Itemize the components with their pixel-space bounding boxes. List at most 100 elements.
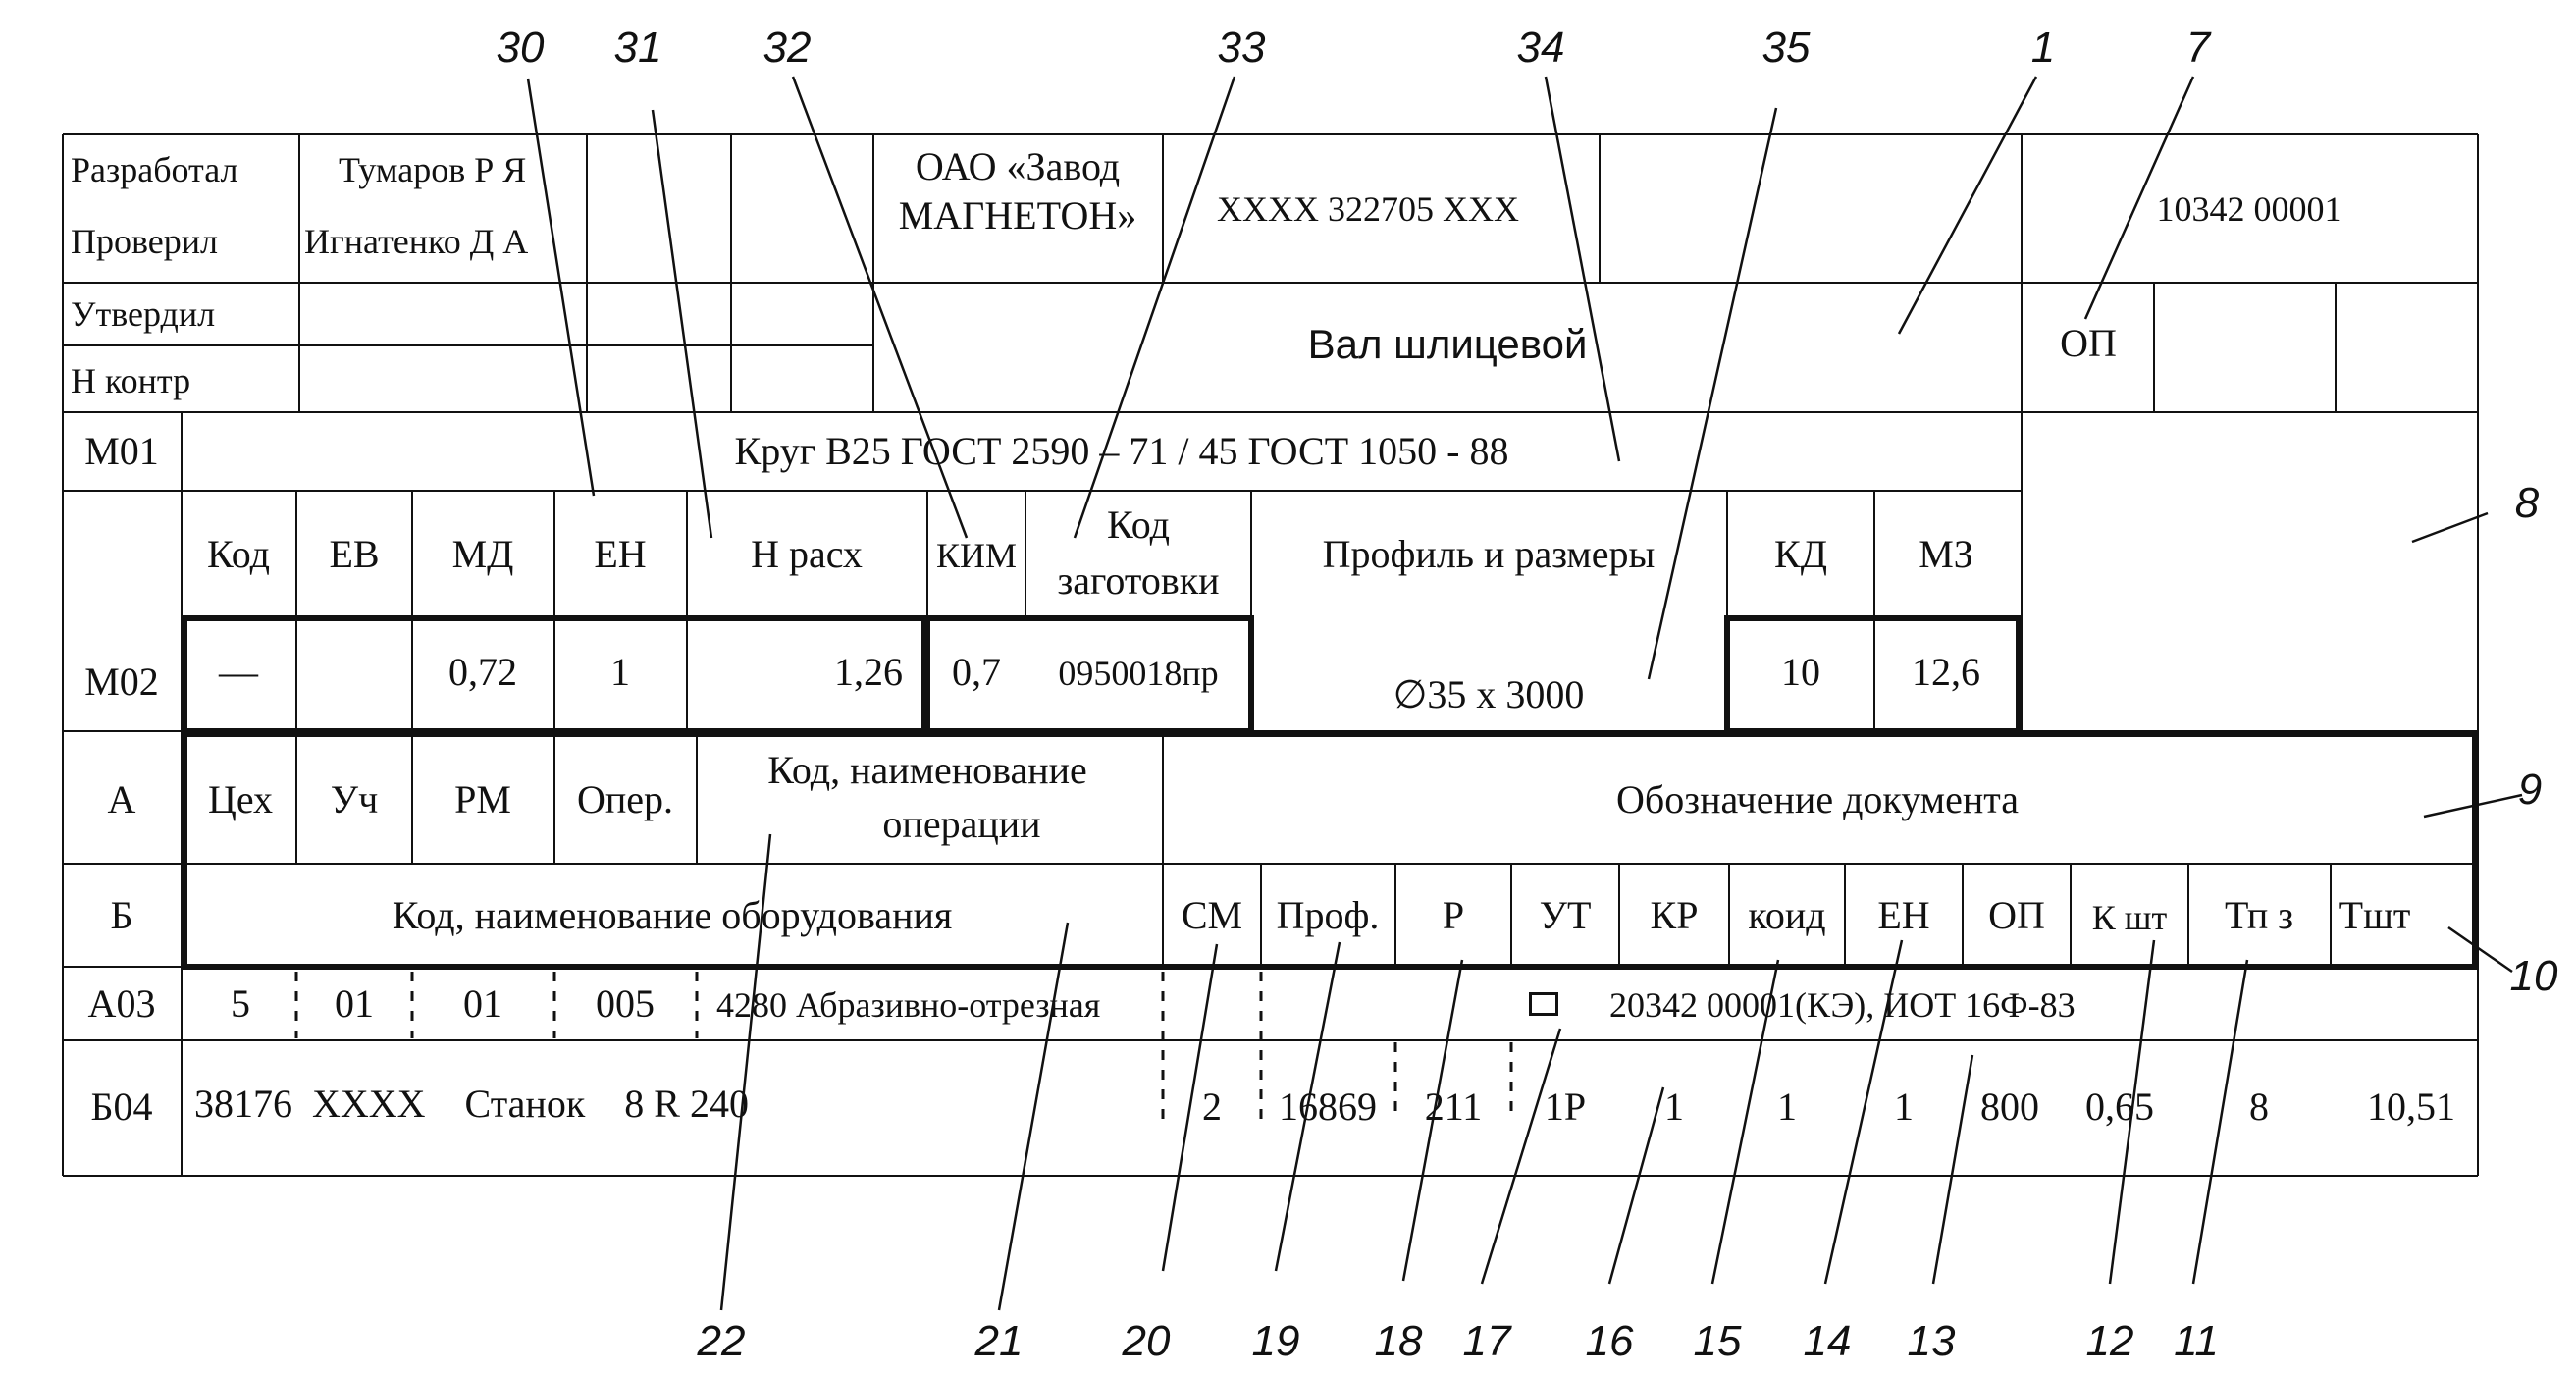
b04-koid: 1 <box>1777 1084 1797 1129</box>
row-b-prof: Проф. <box>1276 893 1380 937</box>
utverdil-label: Утвердил <box>71 294 216 334</box>
m02-header-en: ЕН <box>594 532 647 576</box>
a03-document: 20342 00001(КЭ), ИОТ 16Ф-83 <box>1609 985 2076 1025</box>
row-b-koid: коид <box>1748 893 1826 937</box>
callout-17: 17 <box>1462 1317 1511 1365</box>
b04-tsht: 10,51 <box>2367 1084 2455 1129</box>
callout-14: 14 <box>1803 1317 1852 1365</box>
m01-code: М01 <box>84 429 159 473</box>
m02-header-mz: МЗ <box>1919 532 1973 576</box>
m02-header-kd: КД <box>1774 532 1827 576</box>
proveril-label: Проверил <box>71 222 218 261</box>
m02-value-profil: ∅35 х 3000 <box>1393 672 1585 716</box>
m02-header-md: МД <box>451 532 514 576</box>
m02-value-kd: 10 <box>1781 650 1820 694</box>
callout-35: 35 <box>1761 24 1811 72</box>
m02-header-nrash: Н расх <box>751 532 863 576</box>
m01-material: Круг В25 ГОСТ 2590 – 71 / 45 ГОСТ 1050 -… <box>734 429 1509 473</box>
callout-10: 10 <box>2509 952 2558 1000</box>
row-a-kod-naim-line2: операции <box>882 802 1041 846</box>
b04-op: 800 <box>1980 1084 2039 1129</box>
row-b-kr: КР <box>1650 893 1699 937</box>
callout-9: 9 <box>2517 766 2543 814</box>
callout-30: 30 <box>496 24 545 72</box>
square-symbol-icon <box>1529 992 1558 1016</box>
row-b-kst: К шт <box>2091 898 2168 937</box>
m02-code: М02 <box>84 660 159 704</box>
callout-31: 31 <box>613 24 662 72</box>
callout-8: 8 <box>2514 479 2540 527</box>
a03-rm: 01 <box>463 981 502 1026</box>
b04-equipment: 38176 XXXX Станок 8 R 240 <box>194 1082 749 1126</box>
callout-15: 15 <box>1693 1317 1742 1365</box>
row-a-code: А <box>107 777 136 821</box>
b04-tpz: 8 <box>2249 1084 2269 1129</box>
m02-header-kod-zag-line1: Код <box>1107 502 1170 547</box>
b04-code: Б04 <box>90 1084 153 1129</box>
a03-code: А03 <box>87 981 156 1026</box>
m02-header-profil: Профиль и размеры <box>1322 532 1656 576</box>
b04-kst: 0,65 <box>2085 1084 2154 1129</box>
callout-20: 20 <box>1122 1317 1171 1365</box>
thick-boxes <box>182 615 2478 970</box>
razrabotal-label: Разработал <box>71 150 238 189</box>
callout-12: 12 <box>2085 1317 2134 1365</box>
nkontr-label: Н контр <box>71 361 191 400</box>
row-a-ceh: Цех <box>207 777 274 821</box>
razrabotal-name: Тумаров Р Я <box>339 150 527 189</box>
row-a-oboznach: Обозначение документа <box>1616 777 2019 821</box>
row-b-sm: СМ <box>1181 893 1243 937</box>
row-a-oper: Опер. <box>576 777 674 821</box>
m02-value-kim: 0,7 <box>952 650 1001 694</box>
m02-value-md: 0,72 <box>448 650 517 694</box>
b04-prof: 16869 <box>1279 1084 1377 1129</box>
org-name-line1: ОАО «Завод <box>915 144 1121 188</box>
callout-13: 13 <box>1907 1317 1956 1365</box>
b04-ut: 1Р <box>1544 1084 1587 1129</box>
doc-code: XXXX 322705 XXX <box>1217 189 1519 229</box>
b04-en: 1 <box>1894 1084 1914 1129</box>
row-a-kod-naim-line1: Код, наименование <box>767 748 1087 792</box>
m02-value-kod-zag: 0950018пр <box>1058 654 1219 693</box>
callout-11: 11 <box>2174 1317 2219 1365</box>
callout-18: 18 <box>1374 1317 1423 1365</box>
callout-33: 33 <box>1217 24 1266 72</box>
callout-22: 22 <box>697 1317 746 1365</box>
m02-value-kod: — <box>219 650 258 694</box>
dashed-separators <box>294 972 1513 1119</box>
a03-operation: 4280 Абразивно-отрезная <box>716 985 1101 1025</box>
leader-lines <box>526 76 2523 1311</box>
row-b-en: ЕН <box>1877 893 1930 937</box>
m02-header-kim: КИМ <box>935 536 1018 575</box>
op-label: ОП <box>2060 321 2117 365</box>
org-name-line2: МАГНЕТОН» <box>898 193 1137 238</box>
a03-oper: 005 <box>596 981 655 1026</box>
b04-kr: 1 <box>1664 1084 1684 1129</box>
b04-r: 211 <box>1424 1084 1483 1129</box>
row-a-uch: Уч <box>330 777 379 821</box>
a03-uch: 01 <box>335 981 374 1026</box>
m02-header-kod: Код <box>207 532 270 576</box>
m02-header-ev: ЕВ <box>329 532 380 576</box>
callout-21: 21 <box>974 1317 1024 1365</box>
row-a-rm: РМ <box>454 777 511 821</box>
a03-ceh: 5 <box>231 981 250 1026</box>
row-b-kod-oborud: Код, наименование оборудования <box>392 893 953 937</box>
row-b-op: ОП <box>1988 893 2045 937</box>
m02-header-kod-zag-line2: заготовки <box>1057 558 1220 603</box>
callout-32: 32 <box>762 24 812 72</box>
part-name: Вал шлицевой <box>1307 321 1588 367</box>
callout-7: 7 <box>2185 24 2211 72</box>
proveril-name: Игнатенко Д А <box>304 222 529 261</box>
callout-34: 34 <box>1516 24 1565 72</box>
row-b-r: Р <box>1442 893 1465 937</box>
row-b-tpz: Тп з <box>2224 893 2294 937</box>
doc-number: 10342 00001 <box>2156 189 2342 229</box>
callout-16: 16 <box>1585 1317 1634 1365</box>
row-b-code: Б <box>110 893 133 937</box>
callout-19: 19 <box>1251 1317 1300 1365</box>
m02-value-nrash: 1,26 <box>834 650 903 694</box>
b04-sm: 2 <box>1202 1084 1222 1129</box>
